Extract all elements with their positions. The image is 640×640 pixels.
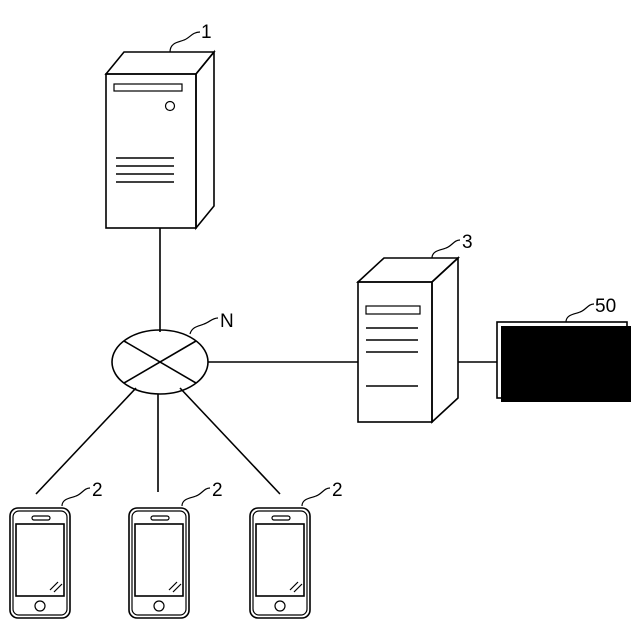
smartphone-1-icon [10, 508, 70, 618]
server-3-ref-label: 3 [462, 232, 473, 253]
network-ref-label: N [220, 311, 234, 332]
llm-box-label: LLM [543, 350, 582, 372]
server-1-tower-icon [106, 52, 214, 228]
network-leader-line [190, 318, 218, 334]
llm-leader-line [566, 304, 594, 322]
link-network-phone3 [180, 388, 280, 494]
smartphone-3-leader-line [302, 488, 330, 506]
server-1-ref-label: 1 [201, 22, 212, 43]
smartphone-2-icon [129, 508, 189, 618]
smartphone-2-leader-line [182, 488, 210, 506]
network-node-icon [112, 330, 208, 394]
smartphone-2-ref-label: 2 [212, 480, 223, 501]
smartphone-1-leader-line [62, 488, 90, 506]
connection-lines [36, 228, 497, 494]
server-3-tower-icon [358, 258, 458, 422]
smartphone-1-ref-label: 2 [92, 480, 103, 501]
smartphone-3-ref-label: 2 [332, 480, 343, 501]
server-1-leader-line [170, 32, 200, 52]
llm-ref-label: 50 [595, 296, 616, 317]
smartphone-3-icon [250, 508, 310, 618]
server-3-leader-line [432, 240, 460, 258]
link-network-phone1 [36, 388, 136, 494]
